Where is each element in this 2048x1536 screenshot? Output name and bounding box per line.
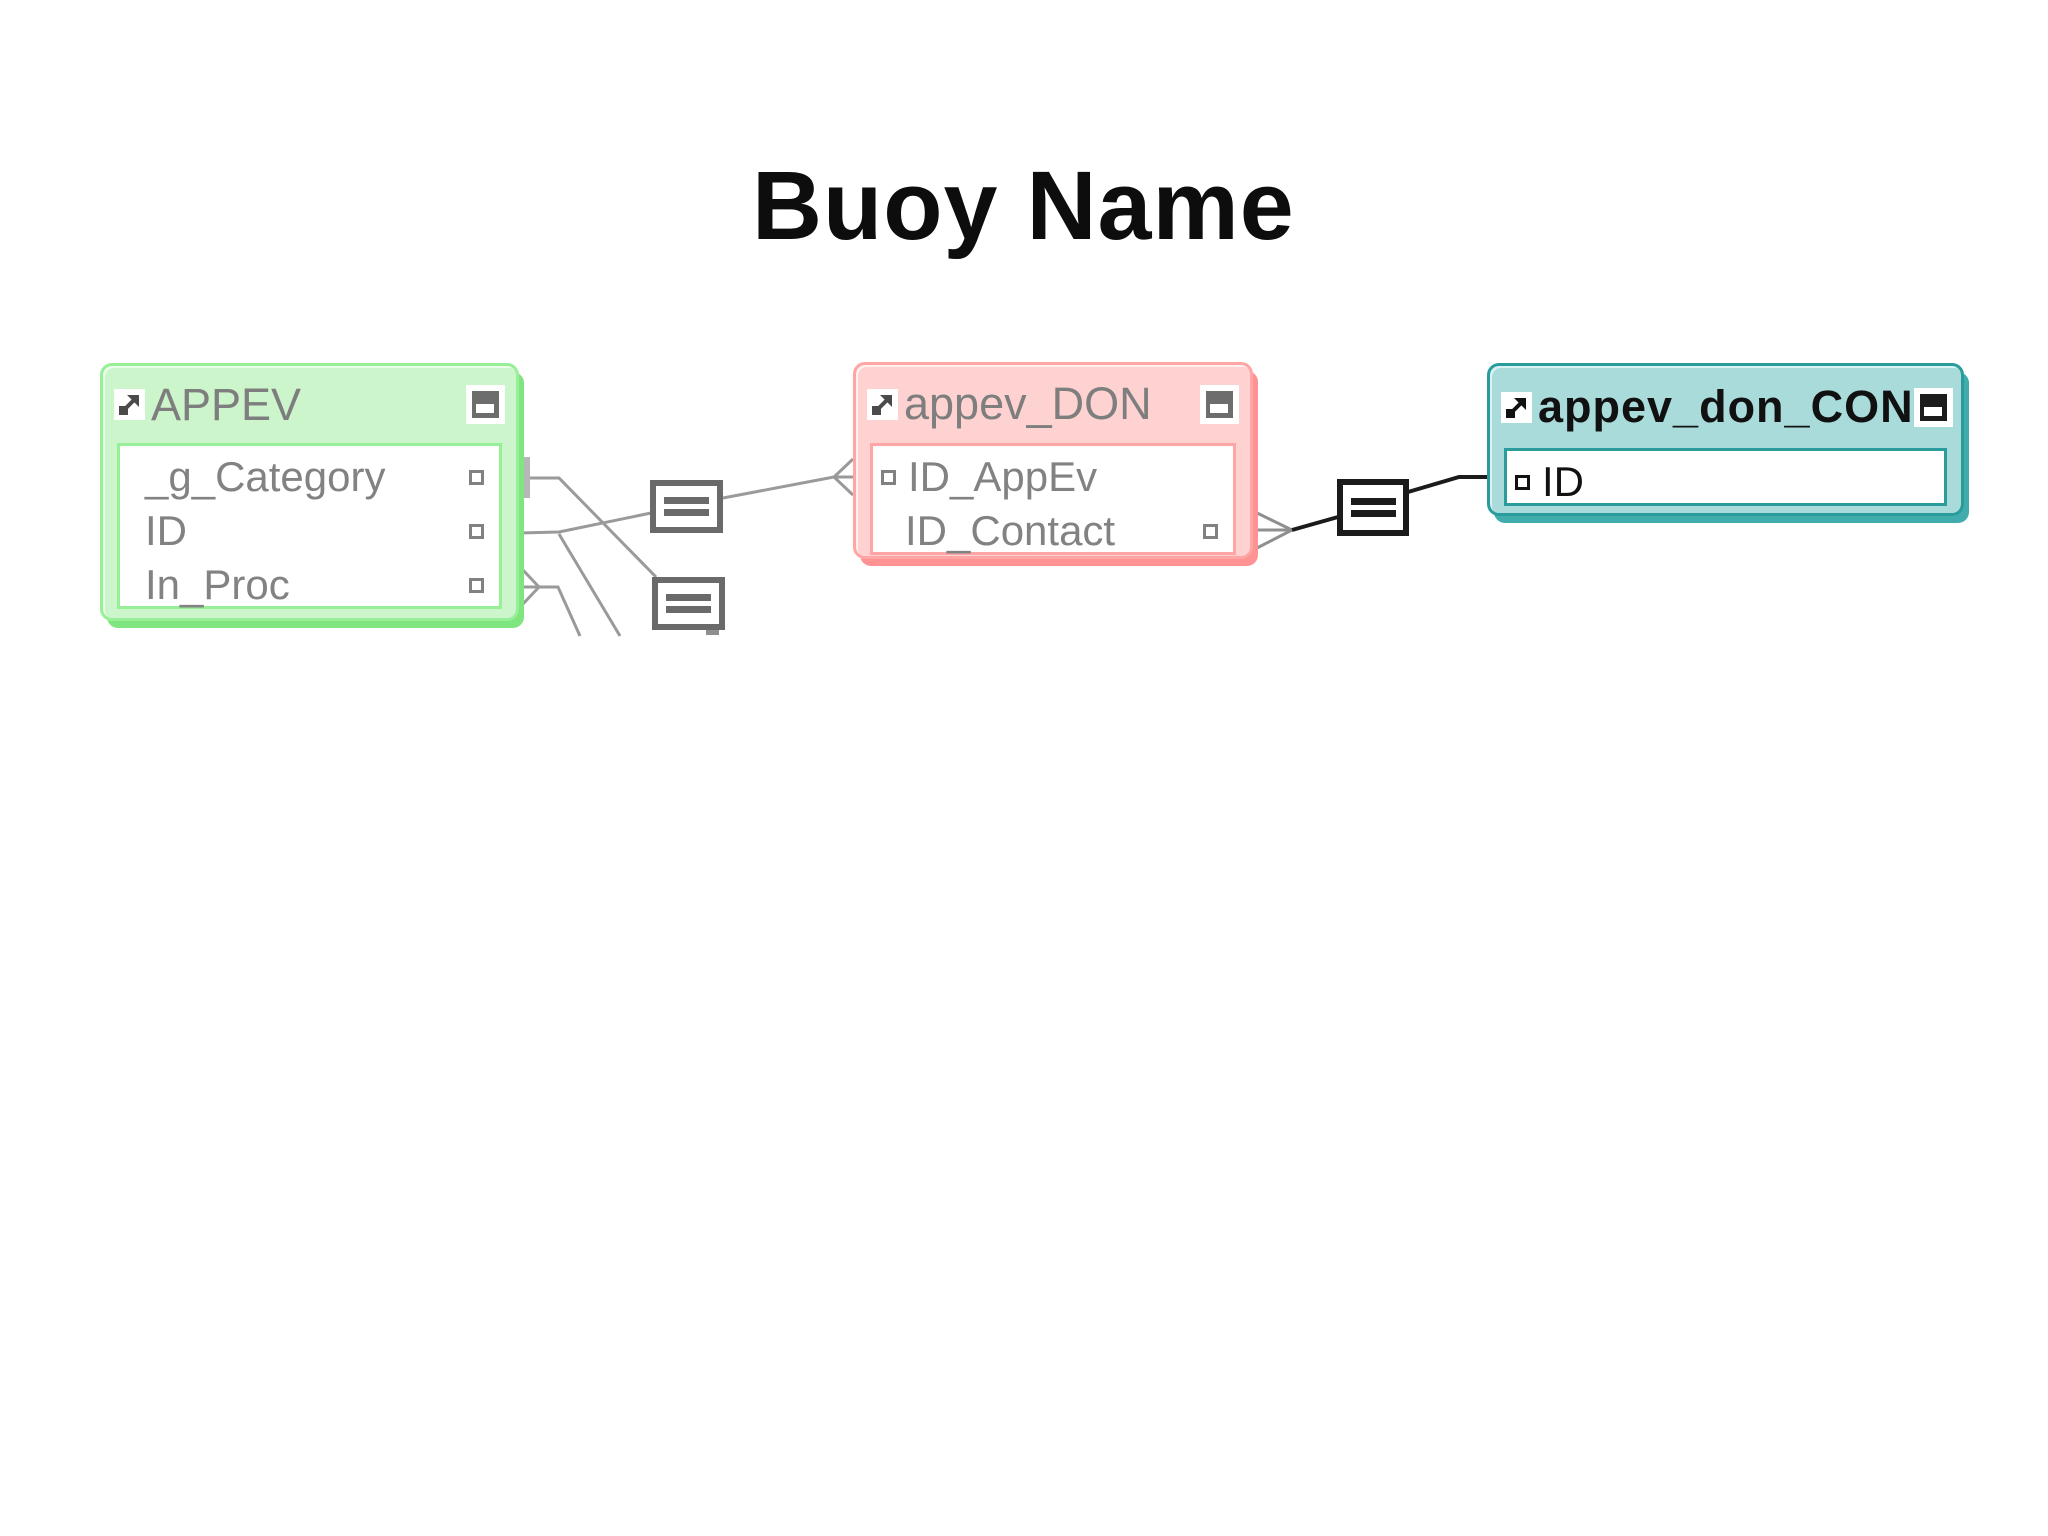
field-marker-icon: [1203, 523, 1218, 539]
field-row[interactable]: In_Proc: [145, 558, 486, 612]
table-title: appev_don_CON: [1538, 381, 1914, 432]
relationship-line-selected-right[interactable]: [1407, 475, 1489, 494]
field-marker-icon: [469, 577, 484, 593]
equals-icon: [1350, 510, 1396, 517]
field-label: ID_AppEv: [908, 453, 1098, 500]
entity-table-appev-don-con[interactable]: appev_don_CON ID: [1487, 363, 1964, 516]
field-list: ID_AppEv ID_Contact: [870, 443, 1236, 555]
relationship-line-id-to-operator[interactable]: [518, 511, 652, 535]
relationship-line-operator-to-appevdon[interactable]: [722, 475, 835, 500]
field-label: _g_Category: [145, 453, 386, 500]
collapse-icon-bar: [1210, 403, 1228, 413]
equals-icon: [1350, 498, 1396, 505]
crow-foot-many-appevdon: [832, 457, 855, 497]
relationship-operator-box-lower[interactable]: [652, 577, 725, 630]
field-list: ID: [1504, 448, 1947, 506]
open-table-arrow-icon: [114, 389, 145, 420]
table-header[interactable]: appev_DON: [856, 365, 1250, 443]
cardinality-one-bar: [521, 457, 530, 498]
collapse-icon-bar: [1923, 406, 1942, 416]
table-title: appev_DON: [904, 378, 1152, 429]
collapse-icon-bar: [476, 404, 494, 413]
field-marker-icon: [469, 469, 484, 485]
relationship-operator-box-selected[interactable]: [1337, 479, 1409, 536]
collapse-button[interactable]: [1913, 387, 1953, 427]
field-label: ID_Contact: [905, 507, 1116, 554]
field-row[interactable]: ID: [1515, 455, 1931, 509]
field-row[interactable]: ID_Contact: [881, 504, 1220, 558]
open-table-arrow-icon: [1501, 391, 1532, 423]
field-label: ID: [1542, 458, 1584, 505]
crow-foot-many-inproc: [519, 567, 541, 607]
key-marker-icon: [1515, 474, 1530, 490]
field-row[interactable]: ID: [145, 504, 486, 558]
field-row[interactable]: _g_Category: [145, 450, 486, 504]
collapse-button[interactable]: [466, 385, 505, 424]
equals-icon: [666, 594, 711, 601]
equals-icon: [664, 497, 709, 504]
field-label: In_Proc: [145, 561, 290, 608]
relationship-operator-box-upper[interactable]: [650, 480, 723, 533]
table-header[interactable]: appev_don_CON: [1490, 366, 1961, 448]
relationship-line-id-cutoff[interactable]: [557, 533, 622, 637]
relationship-line-inproc-cutoff[interactable]: [539, 585, 582, 637]
field-list: _g_Category ID In_Proc: [117, 443, 502, 609]
open-table-arrow-icon: [867, 388, 898, 420]
equals-icon: [664, 509, 709, 516]
field-label: ID: [145, 507, 187, 554]
line-stub: [706, 628, 719, 635]
equals-icon: [666, 606, 711, 613]
collapse-button[interactable]: [1200, 384, 1239, 424]
entity-table-appev-don[interactable]: appev_DON ID_AppEv ID_Contact: [853, 362, 1253, 559]
field-marker-icon: [469, 523, 484, 539]
key-marker-icon: [881, 469, 896, 485]
page-title: Buoy Name: [752, 151, 1295, 260]
table-title: APPEV: [151, 378, 302, 430]
relationship-line-gcategory[interactable]: [530, 476, 658, 579]
relationship-line-selected-left[interactable]: [1291, 515, 1339, 532]
field-row[interactable]: ID_AppEv: [881, 450, 1220, 504]
crow-foot-many-idcontact: [1252, 510, 1293, 551]
table-header[interactable]: APPEV: [103, 366, 516, 443]
entity-table-appev[interactable]: APPEV _g_Category ID In_Proc: [100, 363, 519, 621]
